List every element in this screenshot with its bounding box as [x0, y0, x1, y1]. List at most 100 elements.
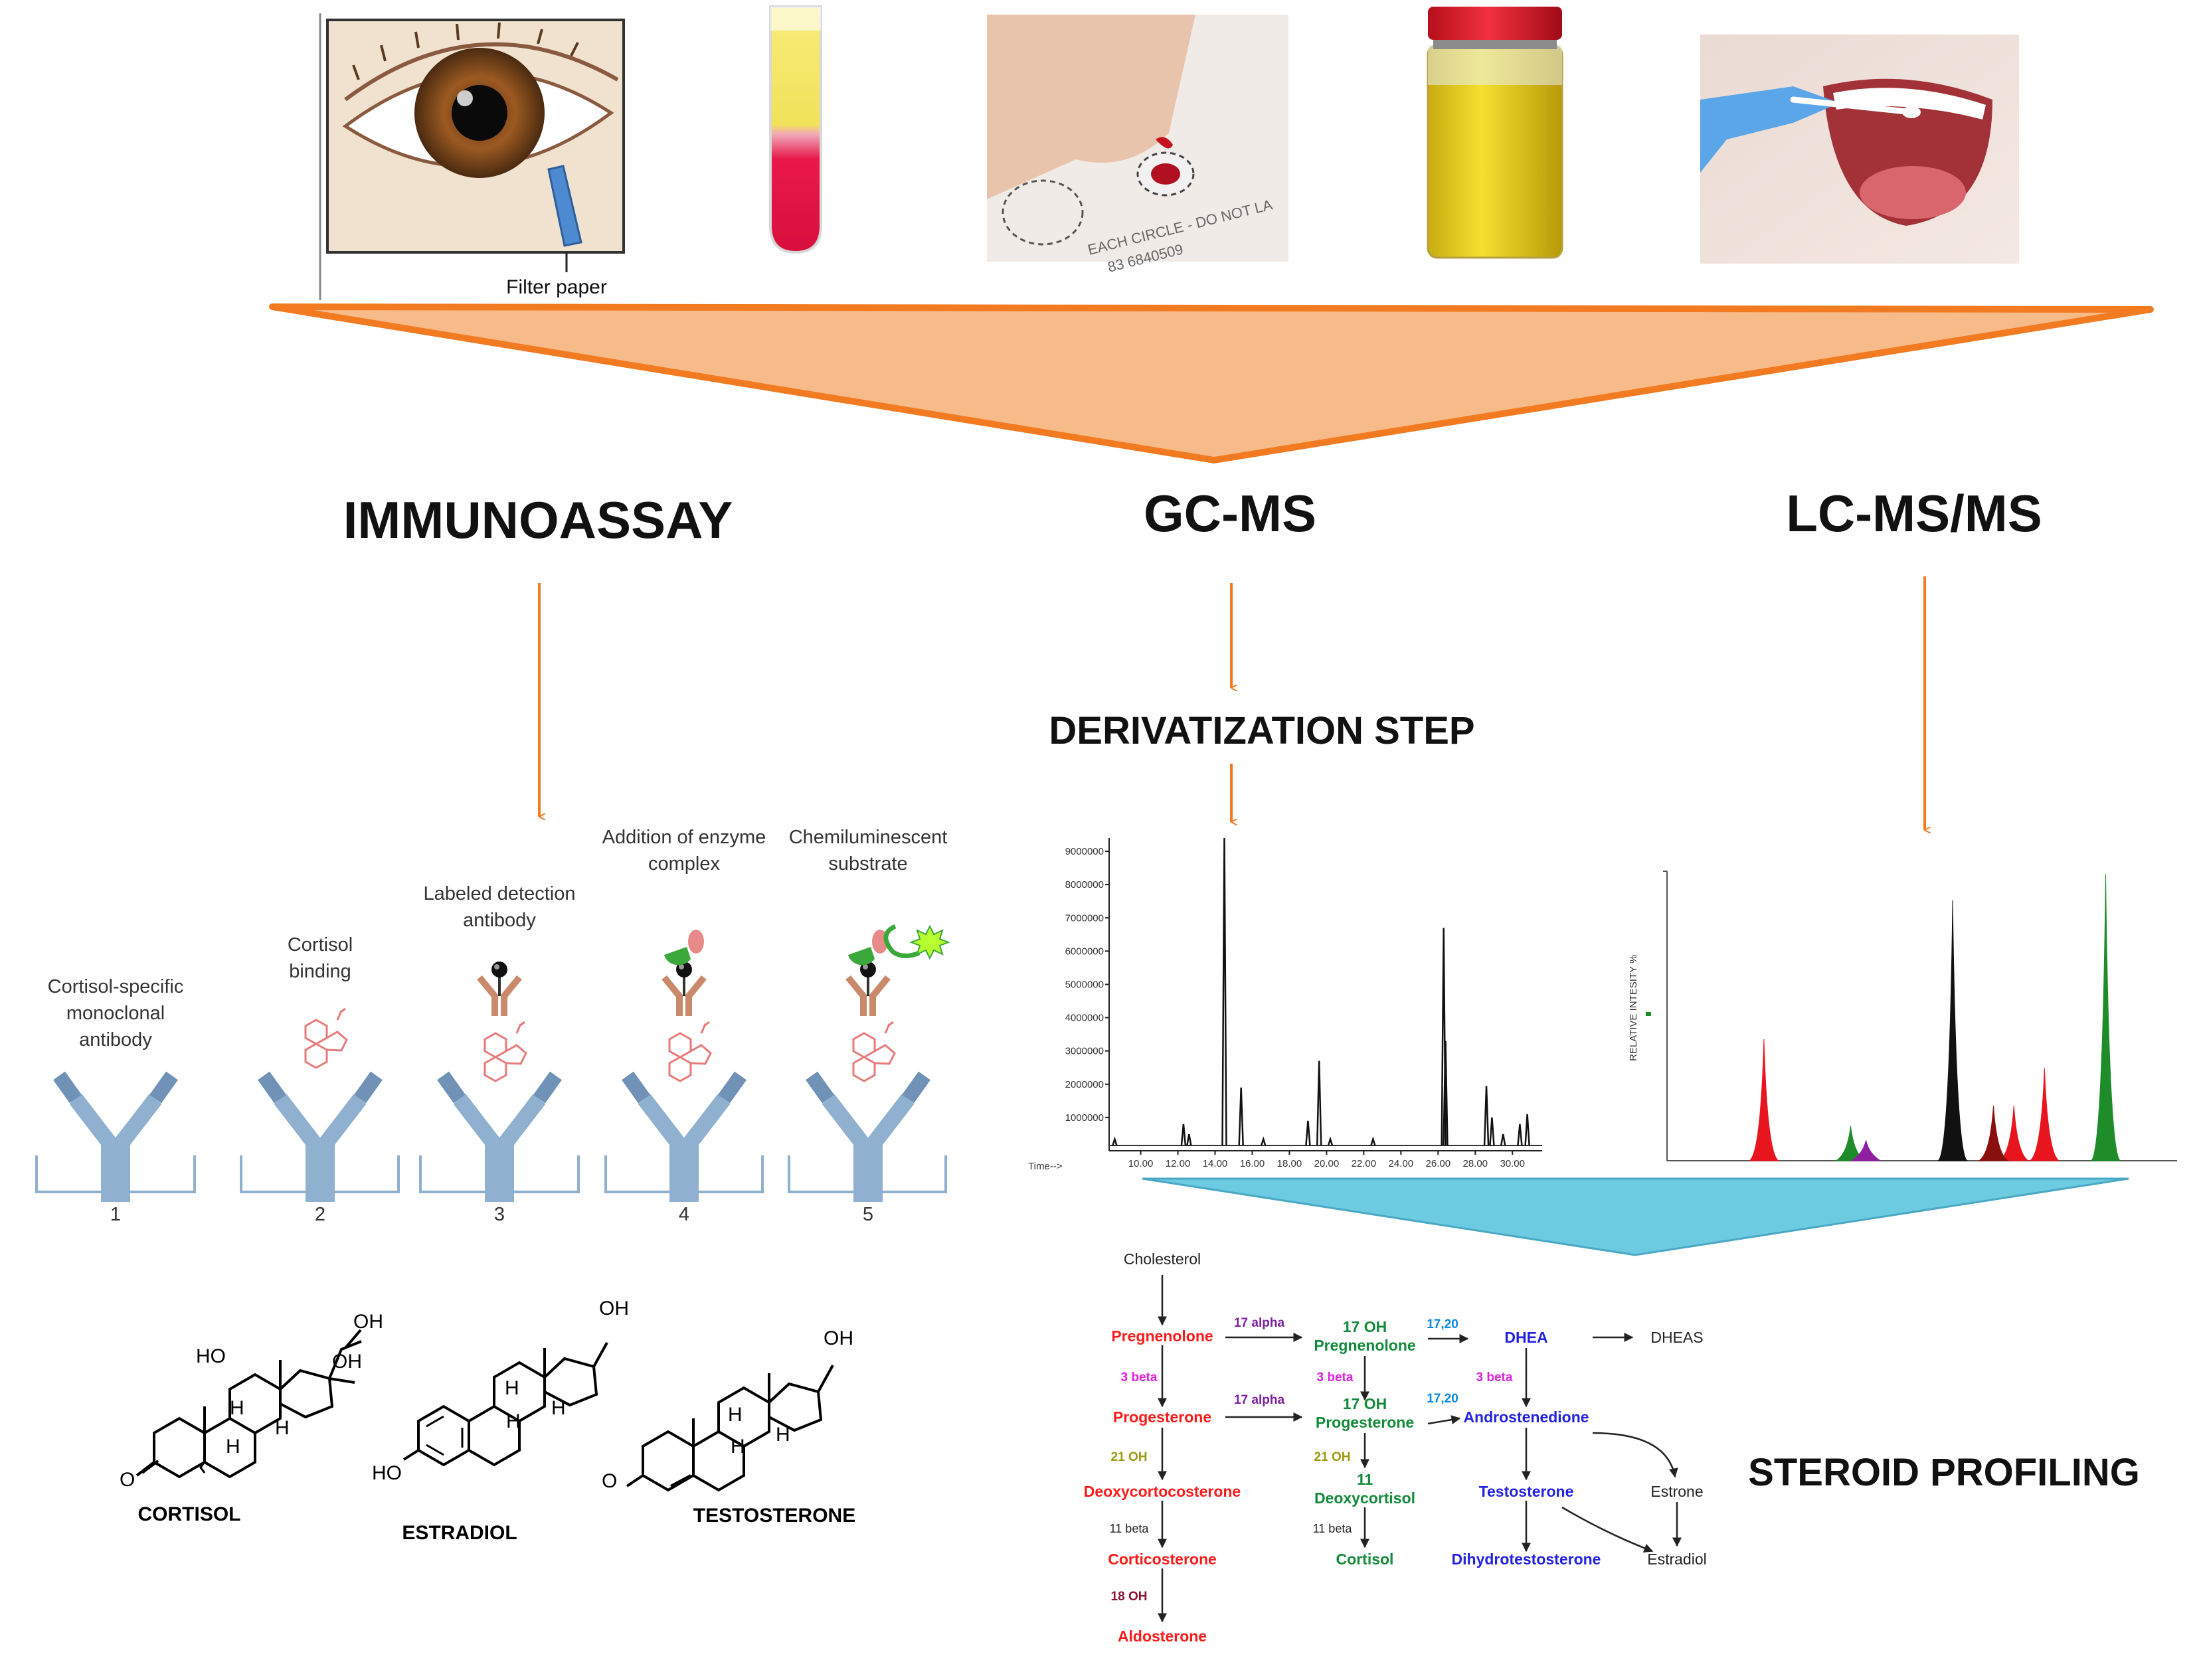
substrate-icon: [883, 924, 921, 958]
gc-y-tick-label: 3000000: [1065, 1046, 1104, 1057]
cortisol-name: CORTISOL: [138, 1503, 241, 1525]
lc-peak: [1937, 900, 1969, 1161]
enzyme-17alpha-2: 17 alpha: [1234, 1393, 1284, 1407]
derivatization-step-title: DERIVATIZATION STEP: [1049, 709, 1474, 752]
testosterone-oh-label: OH: [824, 1327, 853, 1349]
immunoassay-title: IMMUNOASSAY: [343, 491, 733, 549]
gc-x-tick-label: 30.00: [1500, 1158, 1525, 1169]
profiling-funnel-triangle: [1142, 1177, 2129, 1256]
pathway-17oh-2: 17 OH: [1343, 1395, 1387, 1412]
enzyme-3beta-1: 3 beta: [1121, 1371, 1158, 1385]
step-3-label-line: Labeled detection: [424, 883, 576, 904]
cortisol-h-label-3: H: [275, 1417, 290, 1439]
gc-y-tick-label: 9000000: [1065, 846, 1104, 857]
step-2: [240, 1007, 400, 1202]
gc-x-tick-label: 20.00: [1314, 1158, 1340, 1169]
pathway-estradiol: Estradiol: [1647, 1551, 1706, 1568]
estradiol-h-label-1: H: [506, 1410, 521, 1432]
gc-x-tick-label: 14.00: [1203, 1158, 1228, 1169]
lc-peak: [2089, 874, 2122, 1161]
gc-y-tick-label: 4000000: [1065, 1013, 1104, 1024]
step-1-label-line: Cortisol-specific: [48, 976, 184, 997]
gc-peak: [1500, 1134, 1506, 1146]
enzyme-11beta-1: 11 beta: [1110, 1522, 1150, 1535]
step-1-number: 1: [110, 1204, 121, 1225]
gcms-chromatogram: 1000000200000030000004000000500000060000…: [1028, 837, 1542, 1172]
enzyme-3beta-3: 3 beta: [1476, 1371, 1513, 1385]
gc-peak: [1316, 1060, 1322, 1146]
pathway-deoxycorticosterone: Deoxycortocosterone: [1084, 1483, 1241, 1500]
lc-axis-marker: [1646, 1012, 1651, 1016]
step-5-number: 5: [863, 1204, 873, 1225]
gcms-title: GC-MS: [1144, 484, 1316, 543]
step-1-label-line: antibody: [79, 1029, 152, 1050]
pathway-estrone: Estrone: [1650, 1483, 1703, 1500]
gc-x-axis-label: Time-->: [1028, 1161, 1063, 1172]
testosterone-name: TESTOSTERONE: [693, 1505, 855, 1527]
lc-peak: [2028, 1068, 2061, 1161]
testosterone-labels: OH O H H H TESTOSTERONE: [602, 1327, 855, 1527]
step-3-number: 3: [494, 1204, 505, 1225]
filter-paper-label: Filter paper: [506, 276, 607, 298]
urine-sample-image: [1427, 7, 1563, 259]
lc-peak: [1998, 1106, 2030, 1161]
blood-tube-image: [769, 5, 822, 254]
enzyme-11beta-2: 11 beta: [1313, 1522, 1353, 1535]
testosterone-structure: [626, 1365, 834, 1492]
step-4-label-line: complex: [648, 853, 720, 875]
step-5: [788, 924, 950, 1202]
cortisol-o-label: O: [120, 1469, 135, 1491]
step-5-label-line: Chemiluminescent: [789, 827, 948, 848]
cortisol-structure: [135, 1329, 362, 1479]
step-3: [419, 962, 580, 1202]
gc-peak: [1238, 1087, 1244, 1146]
step-4: [604, 930, 764, 1202]
estradiol-oh-label: OH: [599, 1298, 629, 1319]
cortisol-oh-label-1: OH: [353, 1311, 383, 1333]
dried-blood-spot-image: EACH CIRCLE - DO NOT LA 83 6840509: [987, 15, 1288, 276]
gc-peak: [1443, 1041, 1449, 1146]
step-2-number: 2: [315, 1204, 325, 1225]
gc-peak: [1221, 837, 1227, 1146]
gc-x-tick-label: 22.00: [1352, 1158, 1377, 1169]
gc-y-tick-label: 8000000: [1065, 879, 1104, 890]
pathway-cholesterol: Cholesterol: [1124, 1250, 1201, 1268]
step-1: [35, 1076, 196, 1202]
estradiol-structure: [402, 1342, 608, 1467]
gc-y-tick-label: 7000000: [1065, 912, 1104, 924]
lc-peak: [1977, 1106, 2010, 1161]
gc-peak: [1370, 1136, 1376, 1146]
estradiol-ho-label: HO: [372, 1462, 402, 1484]
pathway-progesterone: Progesterone: [1113, 1408, 1211, 1426]
testosterone-h-label-2: H: [776, 1424, 790, 1446]
pathway-dhea: DHEA: [1504, 1329, 1547, 1346]
pathway-deoxycortisol: Deoxycortisol: [1314, 1489, 1415, 1507]
immunoassay-steps: Cortisol-specificmonoclonalantibody1Cort…: [35, 827, 950, 1225]
step-4-number: 4: [679, 1204, 689, 1225]
pathway-dihydrotestosterone: Dihydrotestosterone: [1452, 1551, 1601, 1568]
gc-x-tick-label: 12.00: [1166, 1158, 1191, 1169]
gc-peak: [1489, 1117, 1495, 1146]
gc-peak: [1112, 1136, 1118, 1146]
pathway-aldosterone: Aldosterone: [1118, 1628, 1207, 1645]
lc-peak: [1850, 1140, 1882, 1161]
gc-x-tick-label: 24.00: [1389, 1158, 1414, 1169]
pathway-testosterone: Testosterone: [1479, 1483, 1574, 1500]
cortisol-h-label-1: H: [230, 1397, 244, 1419]
gc-y-tick-label: 1000000: [1065, 1112, 1104, 1124]
light-burst-icon: [909, 924, 950, 960]
cortisol-labels: HO OH OH O H H H CORTISOL: [120, 1311, 383, 1525]
pathway-17oh-pregnenolone: Pregnenolone: [1314, 1337, 1415, 1354]
estradiol-name: ESTRADIOL: [402, 1522, 517, 1544]
gc-peak: [1305, 1120, 1311, 1146]
estradiol-labels: OH HO H H H ESTRADIOL: [372, 1298, 629, 1544]
pathway-cortisol: Cortisol: [1336, 1551, 1394, 1568]
gc-peak: [1483, 1086, 1490, 1146]
gc-peak: [1524, 1114, 1530, 1146]
gc-y-tick-label: 6000000: [1065, 946, 1104, 957]
lc-peak: [1748, 1039, 1780, 1161]
step-2-label-line: Cortisol: [288, 934, 353, 956]
cortisol-oh-label-2: OH: [332, 1351, 362, 1373]
gc-x-tick-label: 16.00: [1240, 1158, 1265, 1169]
enzyme-21oh-2: 21 OH: [1314, 1450, 1351, 1464]
